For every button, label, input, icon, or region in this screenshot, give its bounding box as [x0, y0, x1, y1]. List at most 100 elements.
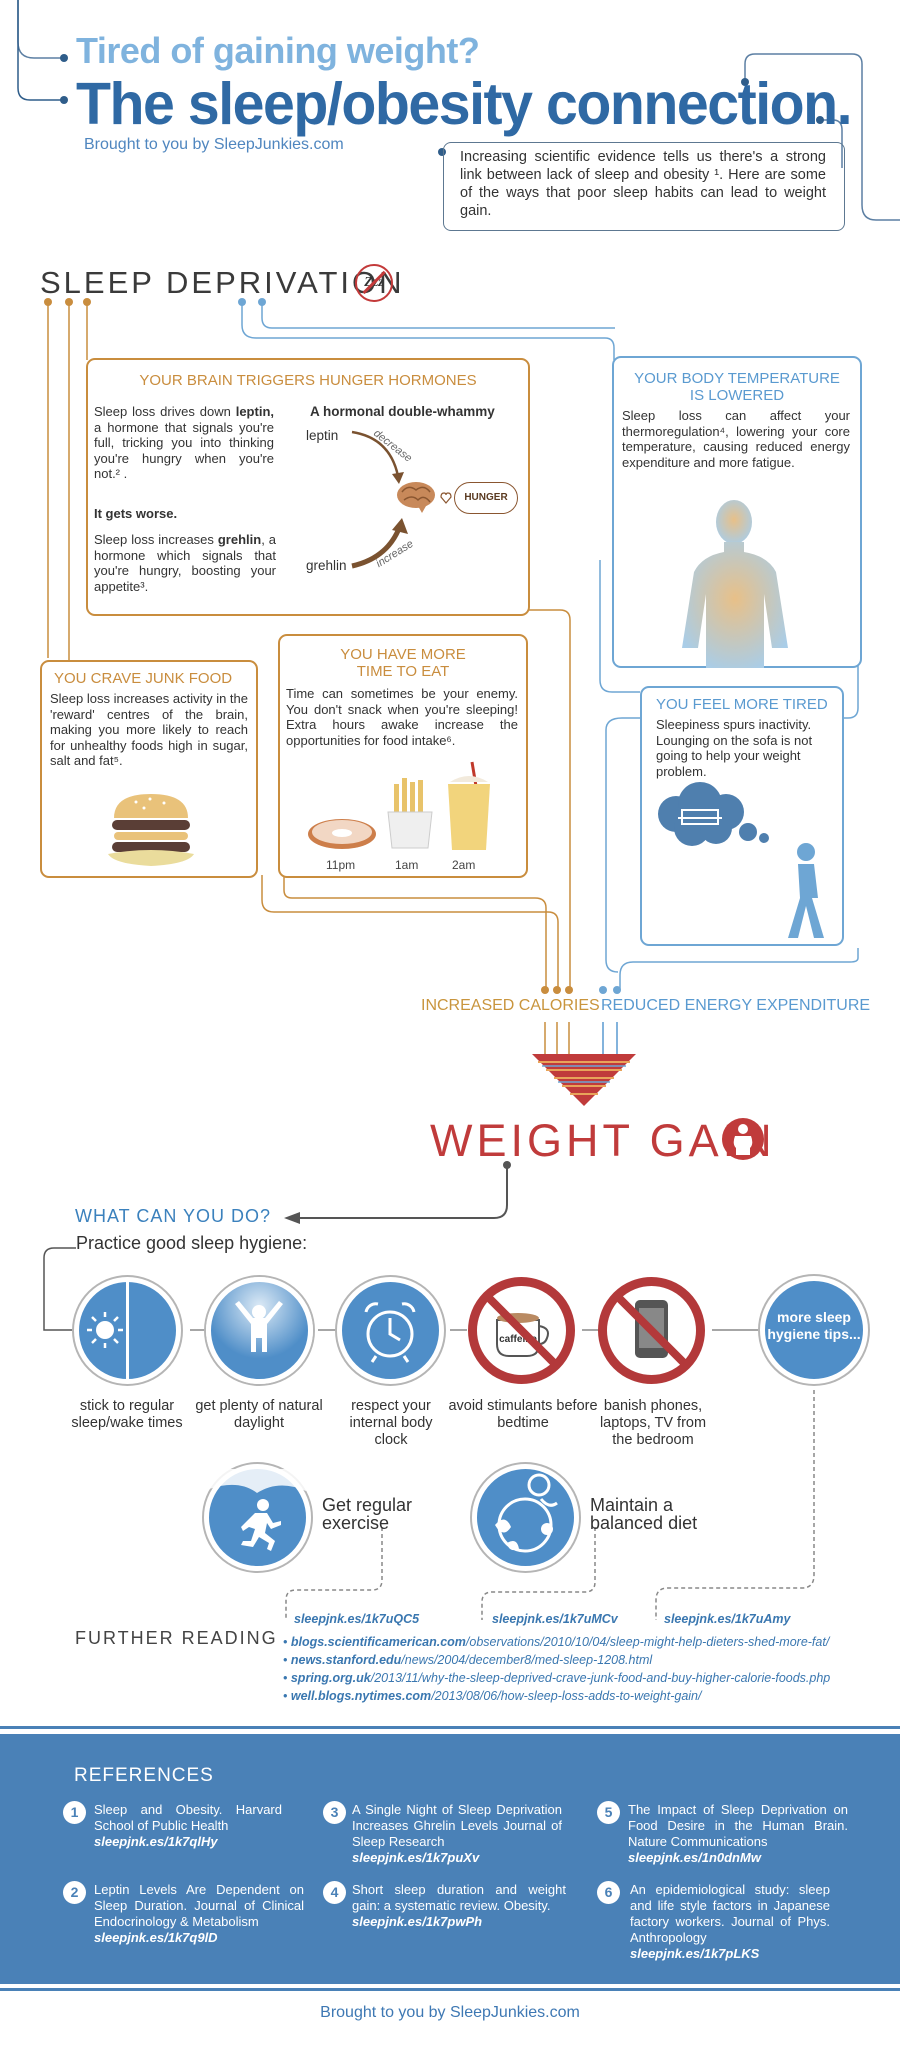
alarm-clock-icon — [364, 1302, 416, 1363]
sleep-deprivation-title: SLEEP DEPRIVATION — [40, 265, 405, 300]
hunger-label: HUNGER — [464, 492, 508, 503]
stripe-bottom — [0, 1988, 900, 1991]
time-1am: 1am — [395, 858, 419, 872]
no-phones-circle — [598, 1277, 705, 1384]
gets-worse-heading: It gets worse. — [94, 506, 178, 521]
ref-number: 2 — [63, 1881, 86, 1904]
tip-caption-phones: banish phones, laptops, TV from the bedr… — [599, 1398, 707, 1448]
reference-link[interactable]: sleepjnk.es/1k7q9lD — [94, 1930, 218, 1945]
no-caffeine-circle: caffeine — [468, 1277, 575, 1384]
junk-food-text: Sleep loss increases activity in the 're… — [50, 691, 248, 768]
zzz-label: Zzz — [364, 275, 384, 290]
sun-moon-circle — [74, 1277, 181, 1384]
sun-moon-icon — [87, 1282, 157, 1379]
ref-number: 4 — [323, 1881, 346, 1904]
practice-subtitle: Practice good sleep hygiene: — [76, 1233, 308, 1253]
brought-by[interactable]: Brought to you by SleepJunkies.com — [84, 136, 344, 153]
human-body-icon — [682, 500, 788, 668]
tip-caption-regular-times: stick to regular sleep/wake times — [71, 1398, 183, 1431]
caffeine-label: caffeine — [499, 1334, 537, 1345]
tip-caption-body-clock: respect your internal body clock — [349, 1398, 433, 1448]
tired-text: Sleepiness spurs inactivity. Lounging on… — [656, 717, 813, 779]
grehlin-paragraph: Sleep loss increases grehlin, a hormone … — [94, 532, 276, 594]
ref-number: 3 — [323, 1801, 346, 1824]
reference-link[interactable]: sleepjnk.es/1k7pwPh — [352, 1914, 483, 1929]
reading-link[interactable]: • well.blogs.nytimes.com/2013/08/06/how-… — [283, 1689, 702, 1703]
exercise-short-link[interactable]: sleepjnk.es/1k7uQC5 — [294, 1612, 420, 1626]
daylight-person-icon — [235, 1301, 283, 1352]
time-text: Time can sometimes be your enemy. You do… — [286, 686, 518, 748]
diet-label: Maintain a balanced diet — [590, 1495, 698, 1533]
increased-calories-label: INCREASED CALORIES — [421, 997, 600, 1014]
footer-brought-by[interactable]: Brought to you by SleepJunkies.com — [320, 2004, 580, 2021]
leptin-bold: leptin, — [235, 404, 274, 419]
ref-number: 1 — [63, 1801, 86, 1824]
reference-item: An epidemiological study: sleep and life… — [630, 1882, 830, 1961]
no-sleep-icon: Zzz — [355, 264, 393, 302]
reference-item: A Single Night of Sleep Deprivation Incr… — [352, 1802, 562, 1865]
reference-item: Short sleep duration and weight gain: a … — [352, 1882, 566, 1929]
reference-link[interactable]: sleepjnk.es/1k7puXv — [352, 1850, 480, 1865]
healthy-food-icon — [495, 1473, 558, 1553]
tired-heading: YOU FEEL MORE TIRED — [656, 696, 828, 713]
weight-gain-title: WEIGHT GAIN — [430, 1115, 776, 1166]
diet-short-link[interactable]: sleepjnk.es/1k7uMCv — [492, 1612, 618, 1626]
grehlin-label: grehlin — [306, 558, 347, 573]
reference-link[interactable]: sleepjnk.es/1k7pLKS — [630, 1946, 760, 1961]
runner-icon — [209, 1469, 306, 1551]
body-temperature-box: YOUR BODY TEMPERATURE IS LOWERED Sleep l… — [612, 356, 862, 668]
time-heading-2: TIME TO EAT — [356, 663, 450, 680]
more-tips-button[interactable]: more sleep hygiene tips... — [760, 1276, 868, 1384]
hormone-arrows-icon — [351, 430, 408, 569]
reference-item: The Impact of Sleep Deprivation on Food … — [628, 1802, 848, 1865]
brain-icon — [397, 482, 435, 513]
leptin-paragraph: Sleep loss drives down leptin, a hormone… — [94, 404, 274, 482]
time-2am: 2am — [452, 858, 476, 872]
reference-link[interactable]: sleepjnk.es/1k7qlHy — [94, 1834, 218, 1849]
title-line-1: Tired of gaining weight? — [76, 30, 480, 71]
further-reading-links: • blogs.scientificamerican.com/observati… — [283, 1633, 830, 1705]
diagram-title: A hormonal double-whammy — [310, 404, 495, 419]
references-band — [0, 1734, 900, 1984]
reading-link[interactable]: • news.stanford.edu/news/2004/december8/… — [283, 1653, 653, 1667]
exercise-label: Get regular exercise — [322, 1495, 413, 1533]
body-clock-circle — [337, 1277, 444, 1384]
further-reading-title: FURTHER READING — [75, 1628, 278, 1648]
more-tips-short-link[interactable]: sleepjnk.es/1k7uAmy — [664, 1612, 791, 1626]
junk-food-box: YOU CRAVE JUNK FOOD Sleep loss increases… — [40, 660, 258, 878]
what-can-you-do-title: WHAT CAN YOU DO? — [75, 1206, 272, 1226]
tip-caption-daylight: get plenty of natural daylight — [195, 1398, 323, 1431]
reading-link[interactable]: • blogs.scientificamerican.com/observati… — [283, 1635, 830, 1649]
diet-circle — [472, 1464, 579, 1571]
temperature-heading-1: YOUR BODY TEMPERATURE — [634, 370, 840, 387]
donut-icon — [308, 819, 376, 849]
reference-item: Sleep and Obesity. Harvard School of Pub… — [94, 1802, 282, 1849]
time-heading-1: YOU HAVE MORE — [340, 646, 466, 663]
person-icon — [722, 1118, 764, 1160]
hunger-hormones-box: YOUR BRAIN TRIGGERS HUNGER HORMONES Slee… — [86, 358, 530, 616]
grehlin-post: , a hormone which signals that you're hu… — [94, 532, 276, 594]
funnel-triangle — [532, 1054, 636, 1106]
soda-cup-icon — [448, 761, 490, 850]
stripe-top — [0, 1726, 900, 1729]
reading-link[interactable]: • spring.org.uk/2013/11/why-the-sleep-de… — [283, 1671, 831, 1685]
exercise-circle — [204, 1464, 311, 1571]
grehlin-bold: grehlin — [217, 532, 262, 547]
no-caffeine-icon: caffeine — [486, 1295, 557, 1366]
reference-link[interactable]: sleepjnk.es/1n0dnMw — [628, 1850, 761, 1865]
sofa-cloud-icon — [658, 782, 824, 938]
junk-food-heading: YOU CRAVE JUNK FOOD — [54, 670, 233, 687]
time-to-eat-box: YOU HAVE MORE TIME TO EAT Time can somet… — [278, 634, 528, 878]
title-line-2: The sleep/obesity connection. — [76, 71, 853, 137]
fries-icon — [387, 778, 433, 849]
leptin-label: leptin — [306, 428, 339, 443]
grehlin-pre: Sleep loss increases — [94, 532, 218, 547]
no-phone-icon — [616, 1295, 687, 1366]
hunger-cloud: HUNGER — [454, 482, 518, 514]
tired-box: YOU FEEL MORE TIRED Sleepiness spurs ina… — [640, 686, 844, 946]
burger-icon — [108, 794, 194, 866]
reduced-energy-label: REDUCED ENERGY EXPENDITURE — [601, 997, 871, 1014]
ref-number: 6 — [597, 1881, 620, 1904]
references-title: REFERENCES — [74, 1765, 214, 1786]
heart-icon — [440, 492, 452, 504]
